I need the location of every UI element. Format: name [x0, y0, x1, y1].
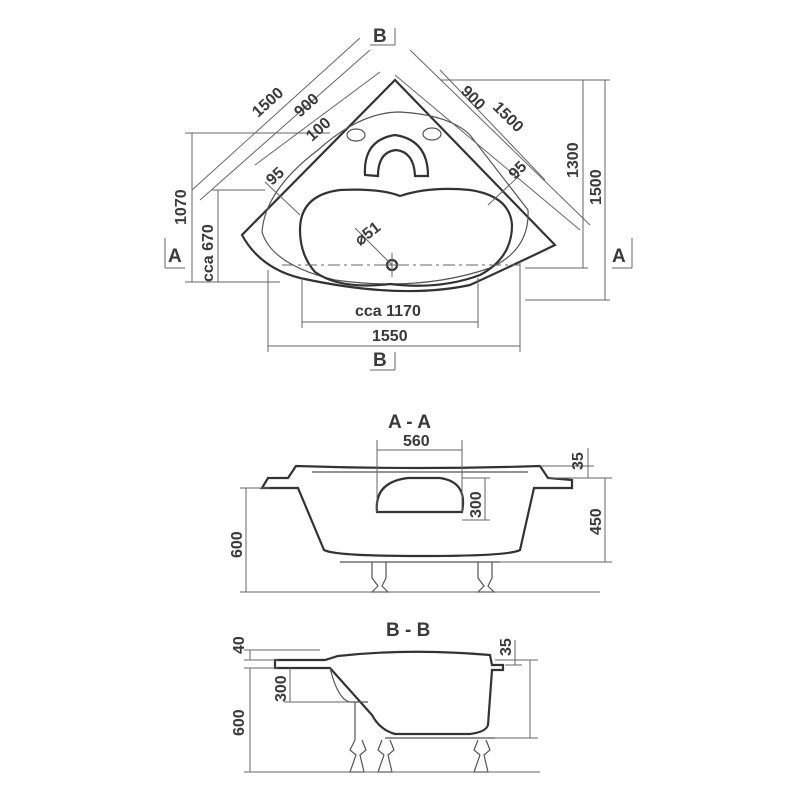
- plan-outer-rim: [240, 78, 557, 293]
- section-aa-dim-35: 35: [570, 452, 587, 470]
- section-bb: B - B 40 300 600 35: [231, 620, 540, 773]
- section-aa: A - A 560 300 35 450 600: [229, 412, 612, 593]
- plan-handle-right: [422, 127, 442, 141]
- plan-handle-left: [346, 128, 366, 142]
- plan-dim-1550: 1550: [372, 328, 408, 345]
- plan-dim-1500-vertical: 1500: [588, 169, 605, 205]
- section-bb-dim-40: 40: [231, 636, 248, 654]
- plan-dim-1500-right: 1500: [489, 99, 526, 136]
- plan-marker-a-right: A: [612, 246, 626, 267]
- plan-dim-1170: cca 1170: [355, 303, 421, 320]
- section-bb-dim-35: 35: [498, 638, 515, 656]
- plan-marker-b-top: B: [373, 26, 387, 47]
- plan-inner-rim: [261, 111, 529, 285]
- section-aa-title: A - A: [388, 412, 431, 433]
- section-bb-dim-600: 600: [231, 709, 248, 736]
- plan-dim-95-right: 95: [506, 158, 531, 183]
- section-bb-foot-2: [377, 739, 395, 773]
- section-bb-foot-1: [349, 739, 367, 773]
- section-bb-dim-300: 300: [273, 675, 290, 702]
- plan-view: B B A A 1500 900 100 95 900 1500 95 1300…: [164, 26, 633, 371]
- plan-dim-900-right: 900: [457, 83, 488, 114]
- section-bb-tub-body: [273, 650, 505, 736]
- plan-marker-b-bottom: B: [373, 350, 387, 371]
- section-aa-dim-450: 450: [588, 508, 605, 535]
- plan-basin: [298, 187, 514, 287]
- section-bb-foot-3: [473, 739, 491, 773]
- plan-dim-1500-left: 1500: [249, 84, 287, 121]
- section-aa-foot-right: [476, 562, 496, 593]
- plan-marker-a-left: A: [168, 246, 182, 267]
- plan-headrest: [363, 133, 430, 178]
- plan-dim-drain: ⌀51: [352, 219, 384, 249]
- plan-dim-1070: 1070: [173, 189, 190, 225]
- section-aa-foot-left: [370, 562, 390, 593]
- section-aa-dim-600: 600: [229, 531, 246, 558]
- plan-dim-1300: 1300: [565, 142, 582, 178]
- plan-dim-95-left: 95: [263, 164, 288, 189]
- section-aa-dim-560: 560: [403, 433, 430, 450]
- section-bb-title: B - B: [386, 620, 430, 641]
- plan-dim-900-left: 900: [291, 90, 322, 121]
- plan-dim-670: cca 670: [200, 224, 217, 282]
- section-aa-dim-300: 300: [468, 491, 485, 518]
- section-aa-headrest: [375, 476, 465, 514]
